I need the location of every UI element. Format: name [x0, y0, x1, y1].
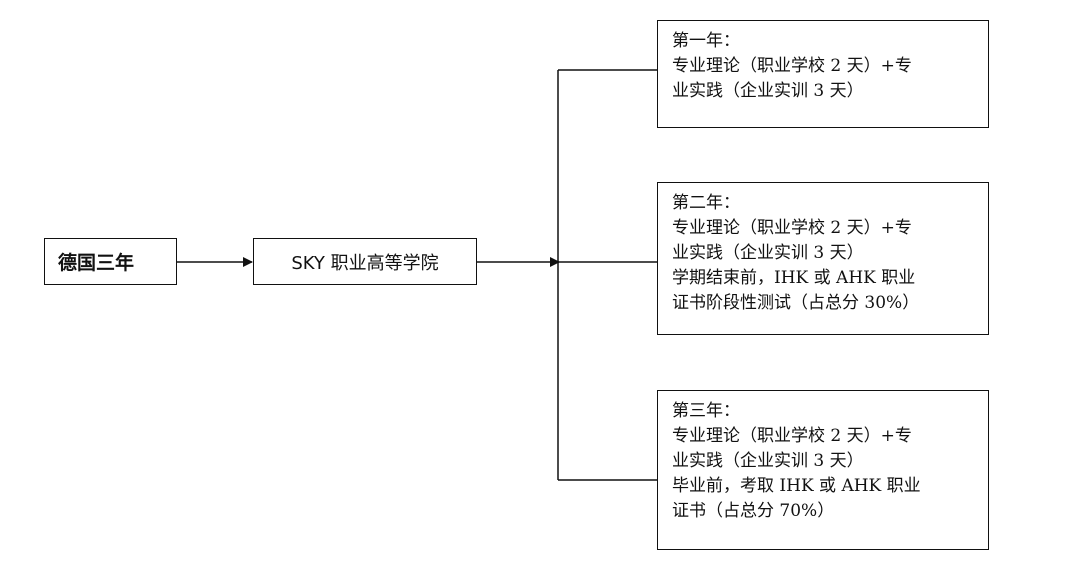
year3-line-2: 业实践（企业实训 3 天）: [672, 451, 864, 471]
year3-line-3: 毕业前，考取 IHK 或 AHK 职业: [672, 476, 921, 496]
year3-line-1: 专业理论（职业学校 2 天）+专: [672, 426, 912, 446]
year1-node: 第一年： 专业理论（职业学校 2 天）+专 业实践（企业实训 3 天）: [657, 20, 989, 128]
year2-line-4: 证书阶段性测试（占总分 30%）: [672, 293, 920, 313]
year1-line-2: 业实践（企业实训 3 天）: [672, 81, 864, 101]
year2-title: 第二年：: [672, 193, 740, 213]
school-node: SKY 职业高等学院: [253, 238, 477, 285]
year1-title: 第一年：: [672, 31, 740, 51]
year3-line-4: 证书（占总分 70%）: [672, 501, 835, 521]
year2-line-3: 学期结束前，IHK 或 AHK 职业: [672, 268, 916, 288]
root-label: 德国三年: [58, 252, 135, 274]
year3-title: 第三年：: [672, 401, 740, 421]
school-label: SKY 职业高等学院: [291, 252, 439, 274]
year1-line-1: 专业理论（职业学校 2 天）+专: [672, 56, 912, 76]
year3-node: 第三年： 专业理论（职业学校 2 天）+专 业实践（企业实训 3 天） 毕业前，…: [657, 390, 989, 550]
year2-node: 第二年： 专业理论（职业学校 2 天）+专 业实践（企业实训 3 天） 学期结束…: [657, 182, 989, 335]
root-node: 德国三年: [44, 238, 177, 285]
year2-line-1: 专业理论（职业学校 2 天）+专: [672, 218, 912, 238]
year2-line-2: 业实践（企业实训 3 天）: [672, 243, 864, 263]
